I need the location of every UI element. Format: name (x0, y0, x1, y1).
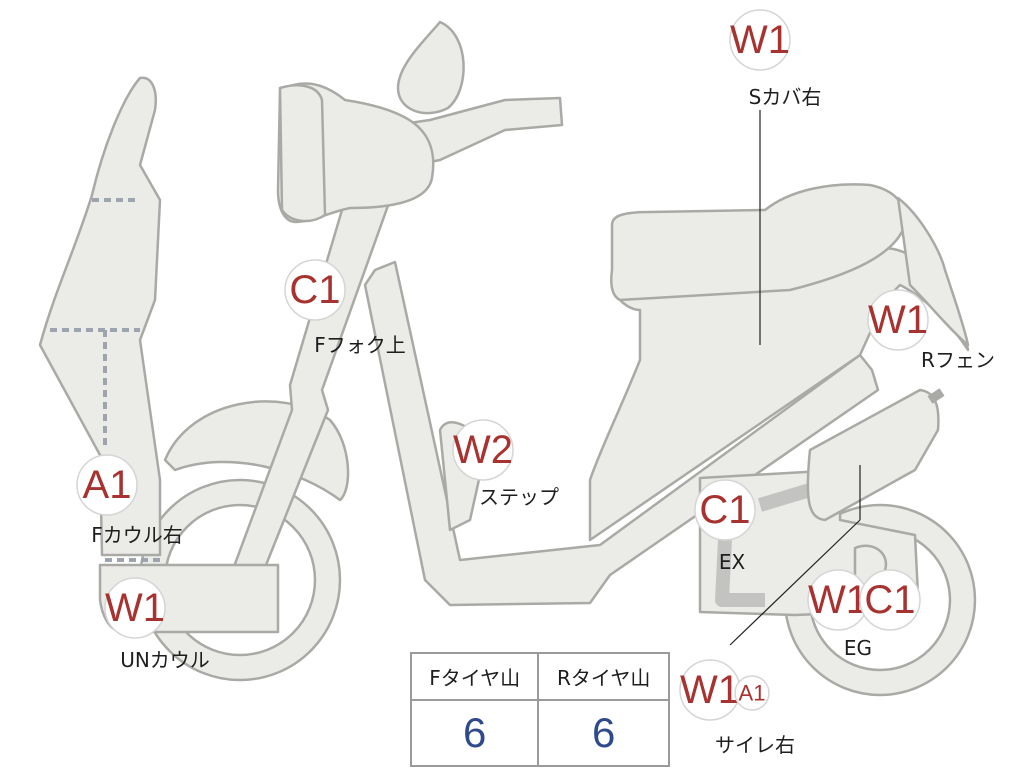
muffler-tip (927, 388, 945, 404)
front-tire-tread-value: 6 (409, 699, 540, 767)
label-rear-fender: Rフェン (921, 348, 995, 372)
badge-exhaust: C1 (694, 479, 756, 541)
svg-text:W1: W1 (680, 668, 740, 712)
badge-silencer-a: A1 (734, 675, 770, 711)
badge-front-cowl-right: A1 (76, 454, 138, 516)
label-under-cowl: UNカウル (120, 648, 210, 672)
muffler (806, 388, 940, 522)
tire-tread-table: Fタイヤ山 Rタイヤ山 6 6 (409, 652, 670, 767)
front-tire-tread-header: Fタイヤ山 (409, 652, 540, 701)
frame-floor (363, 260, 880, 607)
label-engine: EG (844, 636, 872, 660)
svg-text:A1: A1 (739, 681, 766, 706)
headlight-lens (278, 84, 327, 223)
badge-front-fork-upper: C1 (284, 259, 346, 321)
exhaust-pipe (715, 539, 765, 607)
label-exhaust: EX (719, 550, 746, 574)
mirror (396, 20, 465, 115)
svg-text:W1: W1 (730, 18, 790, 62)
badge-step: W2 (452, 419, 514, 481)
badge-rear-fender: W1 (867, 289, 929, 351)
label-silencer-right: サイレ右 (715, 733, 795, 757)
svg-text:A1: A1 (83, 463, 132, 507)
badge-under-cowl: W1 (104, 577, 166, 639)
svg-text:C1: C1 (699, 488, 750, 532)
label-front-cowl-right: Fカウル右 (91, 523, 183, 547)
label-front-fork-upper: Fフォク上 (314, 333, 406, 357)
rear-fender (896, 196, 970, 347)
badge-silencer-w: W1 (679, 659, 741, 721)
badge-engine-w: W1 (807, 569, 869, 631)
svg-text:W1: W1 (105, 586, 165, 630)
svg-text:W1: W1 (868, 298, 928, 342)
badge-s-cover-right: W1 (729, 9, 791, 71)
rear-tire-tread-value: 6 (537, 699, 670, 767)
leader-silencer (729, 519, 861, 646)
badge-engine-c: C1 (859, 569, 921, 631)
svg-text:W2: W2 (453, 428, 513, 472)
label-step: ステップ (479, 485, 559, 509)
svg-text:C1: C1 (289, 268, 340, 312)
exhaust-link (757, 483, 813, 512)
svg-text:W1: W1 (808, 578, 868, 622)
label-s-cover-right: Sカバ右 (749, 85, 822, 109)
svg-text:C1: C1 (864, 578, 915, 622)
front-cowl (38, 76, 162, 557)
rear-tire-tread-header: Rタイヤ山 (537, 652, 670, 701)
